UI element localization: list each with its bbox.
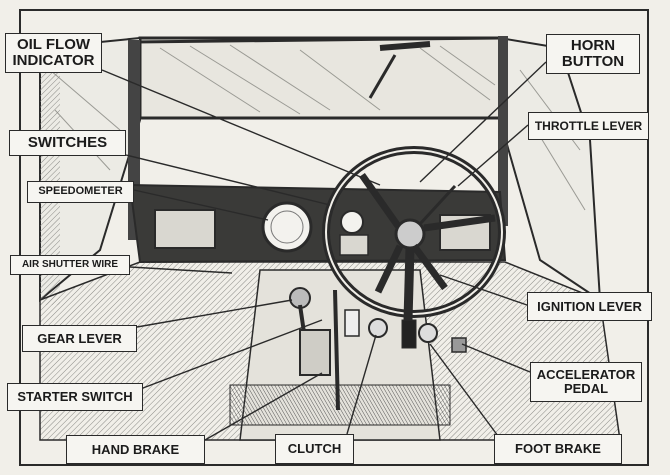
wiper-arm bbox=[368, 54, 397, 99]
oil-gauge bbox=[340, 210, 364, 234]
label-accelerator-pedal: ACCELERATOR PEDAL bbox=[530, 362, 642, 402]
speedometer-dial bbox=[261, 201, 313, 253]
label-foot-brake: FOOT BRAKE bbox=[494, 434, 622, 464]
label-air-shutter-wire: AIR SHUTTER WIRE bbox=[10, 255, 130, 275]
label-horn-button: HORN BUTTON bbox=[546, 34, 640, 74]
windscreen bbox=[134, 36, 502, 120]
picture-frame bbox=[19, 9, 649, 466]
label-clutch: CLUTCH bbox=[275, 434, 354, 464]
label-oil-flow-indicator: OIL FLOW INDICATOR bbox=[5, 33, 102, 73]
controls bbox=[289, 287, 467, 411]
label-ignition-lever: IGNITION LEVER bbox=[527, 292, 652, 321]
label-starter-switch: STARTER SWITCH bbox=[7, 383, 143, 411]
label-throttle-lever: THROTTLE LEVER bbox=[528, 112, 649, 140]
label-speedometer: SPEEDOMETER bbox=[27, 181, 134, 203]
label-hand-brake: HAND BRAKE bbox=[66, 435, 205, 464]
label-gear-lever: GEAR LEVER bbox=[22, 325, 137, 352]
wiper-motor bbox=[379, 41, 431, 51]
steering-wheel bbox=[322, 146, 506, 321]
leader-lines bbox=[101, 61, 547, 441]
label-switches: SWITCHES bbox=[9, 130, 126, 156]
